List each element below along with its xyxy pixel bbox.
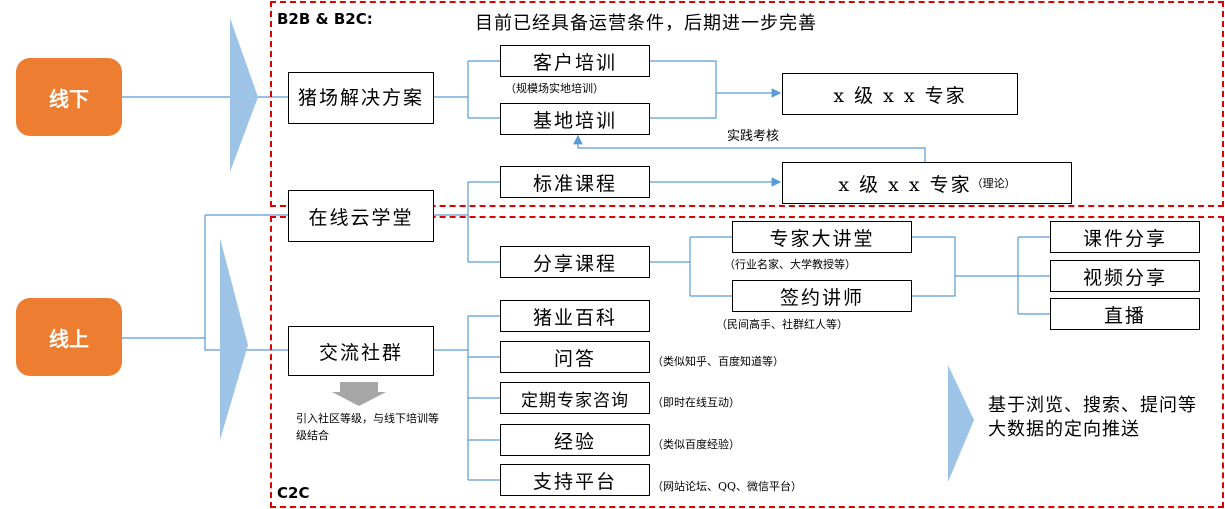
experience-box: 经验	[500, 424, 650, 456]
big-arrow-offline	[230, 18, 258, 172]
region-b2b	[270, 1, 1224, 207]
b2b-label: B2B & B2C:	[277, 10, 373, 28]
big-data-text: 基于浏览、搜索、提问等大数据的定向推送	[988, 395, 1197, 440]
live-box: 直播	[1050, 298, 1200, 330]
expert2-box: x 级 x x 专家 （理论）	[782, 162, 1072, 204]
expert2-label: x 级 x x 专家	[838, 173, 972, 196]
online-node: 线上	[16, 298, 122, 376]
big-arrow-push	[948, 365, 974, 482]
video-share-box: 视频分享	[1050, 260, 1200, 292]
community-note: 引入社区等级，与线下培训等级结合	[296, 412, 439, 442]
online-academy-box: 在线云学堂	[288, 190, 434, 242]
expert2-note: （理论）	[971, 177, 1016, 190]
standard-course-box: 标准课程	[500, 166, 650, 198]
practice-exam-label: 实践考核	[727, 129, 780, 144]
pig-wiki-box: 猪业百科	[500, 300, 650, 332]
region-c2c	[270, 216, 1224, 508]
c2c-label: C2C	[277, 484, 310, 502]
b2b-desc: 目前已经具备运营条件，后期进一步完善	[475, 13, 817, 34]
customer-training-box: 客户培训	[500, 45, 650, 77]
share-course-box: 分享课程	[500, 246, 650, 278]
qa-box: 问答	[500, 341, 650, 373]
courseware-share-box: 课件分享	[1050, 221, 1200, 253]
signed-lecturer-note: （民间高手、社群红人等）	[716, 318, 848, 331]
qa-note: （类似知乎、百度知道等）	[652, 355, 784, 368]
big-arrow-online	[220, 238, 248, 440]
experience-note: （类似百度经验）	[652, 438, 740, 451]
expert-consult-box: 定期专家咨询	[500, 382, 650, 414]
down-arrow-icon	[332, 382, 386, 406]
signed-lecturer-box: 签约讲师	[732, 280, 912, 312]
offline-node: 线下	[16, 58, 122, 136]
customer-training-note: （规模场实地培训）	[505, 82, 604, 95]
expert-consult-note: （即时在线互动）	[652, 396, 740, 409]
community-box: 交流社群	[288, 326, 434, 376]
pig-solution-box: 猪场解决方案	[288, 72, 434, 124]
support-platform-note: （网站论坛、QQ、微信平台）	[652, 480, 803, 493]
support-platform-box: 支持平台	[500, 464, 650, 496]
expert1-box: x 级 x x 专家	[782, 73, 1018, 115]
expert-lecture-box: 专家大讲堂	[732, 221, 912, 253]
expert-lecture-note: （行业名家、大学教授等）	[724, 258, 856, 271]
base-training-box: 基地培训	[500, 103, 650, 135]
